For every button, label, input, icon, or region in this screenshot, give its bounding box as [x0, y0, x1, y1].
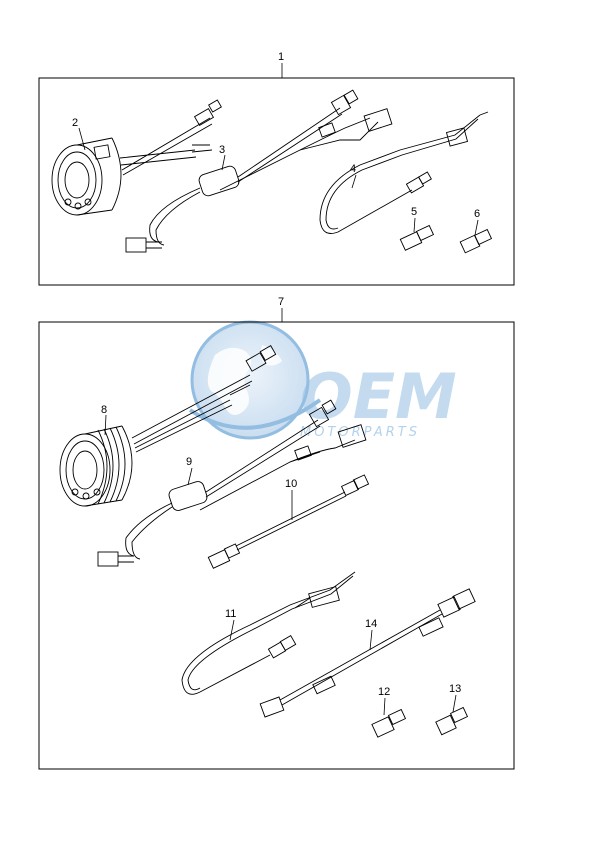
globe-continents [207, 345, 282, 415]
group-1-frame [38, 77, 515, 286]
callout-10: 10 [285, 478, 297, 490]
callout-11: 11 [225, 608, 236, 620]
part-4-sensor-cable [319, 111, 489, 234]
watermark-tagline: MOTORPARTS [300, 425, 420, 440]
callout-13: 13 [449, 683, 461, 695]
part-8-gauge [59, 345, 277, 507]
group-7-frame [38, 321, 515, 770]
part-11-sensor-cable [181, 571, 356, 695]
callout-14-leader [369, 629, 373, 651]
callout-4-leader [351, 174, 357, 189]
callout-2: 2 [72, 117, 78, 129]
part-13-connector [435, 706, 469, 736]
callout-2-leader [78, 127, 86, 151]
callout-6-leader [474, 219, 479, 236]
callout-8-leader [104, 414, 107, 436]
callout-13-leader [452, 694, 457, 713]
part-5-connector [399, 224, 435, 251]
callout-14: 14 [365, 618, 377, 630]
part-2-gauge [51, 99, 222, 216]
part-14-cable [259, 588, 476, 718]
globe-swoosh [188, 398, 322, 430]
callout-11-leader [229, 619, 235, 641]
callout-12-leader [383, 697, 386, 716]
callout-7: 7 [278, 296, 284, 308]
callout-3: 3 [219, 144, 225, 156]
callout-1: 1 [278, 51, 284, 63]
callout-12: 12 [378, 686, 390, 698]
callout-3-leader [221, 154, 226, 171]
callout-6: 6 [474, 208, 480, 220]
assembly-group-1: 1 2 [38, 51, 515, 286]
callout-9-leader [187, 467, 193, 486]
callout-4: 4 [350, 163, 356, 175]
callout-9: 9 [186, 456, 192, 468]
callout-5-leader [413, 217, 416, 233]
assembly-group-7: 7 8 [38, 296, 515, 770]
callout-5: 5 [411, 206, 417, 218]
part-9-harness [97, 399, 367, 567]
callout-8: 8 [101, 404, 107, 416]
part-3-harness [125, 89, 393, 253]
part-12-connector [371, 708, 407, 738]
part-6-connector [459, 228, 493, 254]
watermark-logo: OEM MOTORPARTS [188, 320, 457, 440]
part-10-extension-cable [207, 474, 370, 569]
